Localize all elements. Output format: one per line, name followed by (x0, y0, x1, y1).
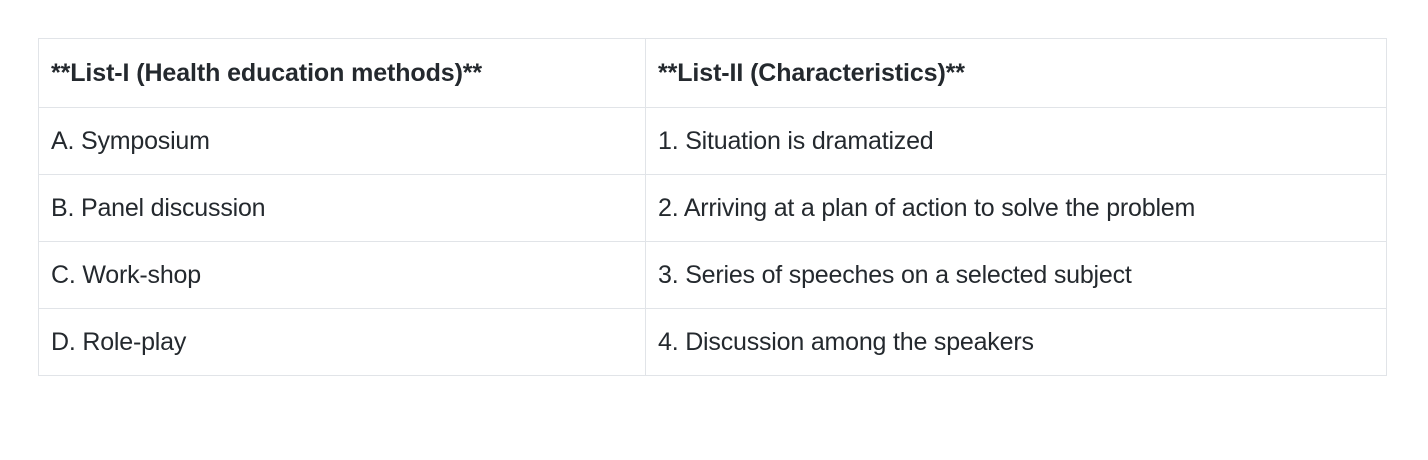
table-header: **List-I (Health education methods)** **… (38, 38, 1387, 108)
matching-table: **List-I (Health education methods)** **… (38, 38, 1387, 376)
header-row: **List-I (Health education methods)** **… (38, 38, 1387, 108)
table-body: A. Symposium 1. Situation is dramatized … (38, 107, 1387, 376)
table-row: A. Symposium 1. Situation is dramatized (38, 107, 1387, 175)
table-row: B. Panel discussion 2. Arriving at a pla… (38, 174, 1387, 242)
cell-characteristic-3: 3. Series of speeches on a selected subj… (645, 241, 1387, 309)
cell-method-a: A. Symposium (38, 107, 646, 175)
column-header-list-ii: **List-II (Characteristics)** (645, 38, 1387, 108)
cell-characteristic-2: 2. Arriving at a plan of action to solve… (645, 174, 1387, 242)
table-row: D. Role-play 4. Discussion among the spe… (38, 308, 1387, 376)
cell-characteristic-1: 1. Situation is dramatized (645, 107, 1387, 175)
column-header-list-i: **List-I (Health education methods)** (38, 38, 646, 108)
cell-method-b: B. Panel discussion (38, 174, 646, 242)
cell-method-d: D. Role-play (38, 308, 646, 376)
table-row: C. Work-shop 3. Series of speeches on a … (38, 241, 1387, 309)
cell-method-c: C. Work-shop (38, 241, 646, 309)
cell-characteristic-4: 4. Discussion among the speakers (645, 308, 1387, 376)
matching-table-container: **List-I (Health education methods)** **… (38, 38, 1387, 376)
